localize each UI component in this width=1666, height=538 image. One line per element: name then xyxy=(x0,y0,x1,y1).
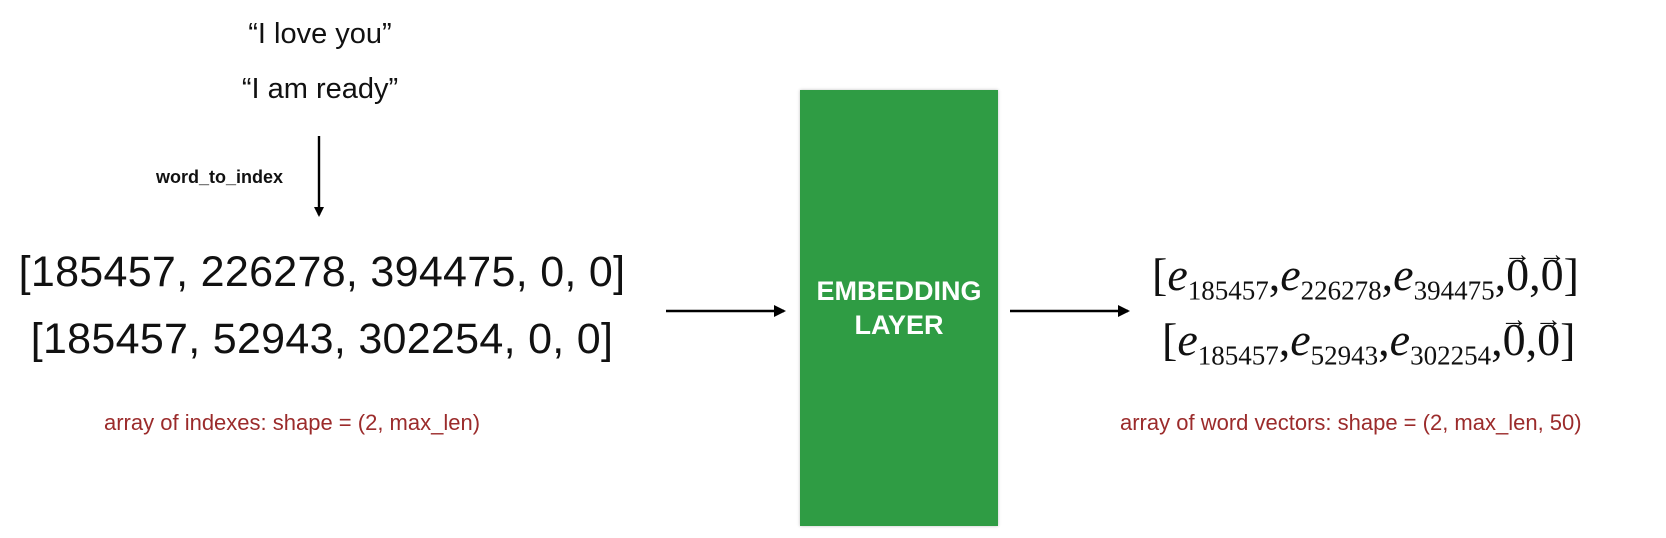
open-bracket: [ xyxy=(1162,314,1178,365)
index-caption: array of indexes: shape = (2, max_len) xyxy=(104,410,481,435)
vector-row-1: [e185457,e226278,e394475,0,0] xyxy=(1152,248,1579,306)
zero-vector: 0 xyxy=(1537,313,1560,366)
open-bracket: [ xyxy=(1152,249,1168,300)
zero-vector: 0 xyxy=(1503,313,1526,366)
embedding-symbol: e xyxy=(1393,249,1414,300)
index-row-2: [185457, 52943, 302254, 0, 0] xyxy=(30,315,614,363)
vector-row-2: [e185457,e52943,e302254,0,0] xyxy=(1162,313,1575,371)
embedding-symbol: e xyxy=(1290,314,1311,365)
index-row-1: [185457, 226278, 394475, 0, 0] xyxy=(18,248,626,296)
zero-vector: 0 xyxy=(1541,248,1564,301)
embedding-index: 302254 xyxy=(1410,340,1492,371)
embedding-symbol: e xyxy=(1177,314,1198,365)
embedding-symbol: e xyxy=(1280,249,1301,300)
vector-caption: array of word vectors: shape = (2, max_l… xyxy=(1120,410,1582,435)
embedding-label-line-2: LAYER xyxy=(854,310,944,340)
embedding-index: 185457 xyxy=(1197,340,1279,371)
embedding-index: 52943 xyxy=(1310,340,1379,371)
word-to-index-label: word_to_index xyxy=(156,167,284,187)
embedding-index: 394475 xyxy=(1413,275,1495,306)
embedding-label-line-1: EMBEDDING xyxy=(816,276,982,306)
sentence-1: “I love you” xyxy=(248,18,392,50)
zero-vector: 0 xyxy=(1506,248,1529,301)
embedding-symbol: e xyxy=(1389,314,1411,365)
close-bracket: ] xyxy=(1563,249,1579,300)
embedding-layer-box: EMBEDDING LAYER xyxy=(800,90,998,526)
embedding-symbol: e xyxy=(1167,249,1188,300)
embedding-index: 185457 xyxy=(1187,275,1269,306)
embedding-layer-label: EMBEDDING LAYER xyxy=(816,274,981,342)
sentence-2: “I am ready” xyxy=(241,73,399,105)
embedding-index: 226278 xyxy=(1300,275,1382,306)
close-bracket: ] xyxy=(1560,314,1576,365)
